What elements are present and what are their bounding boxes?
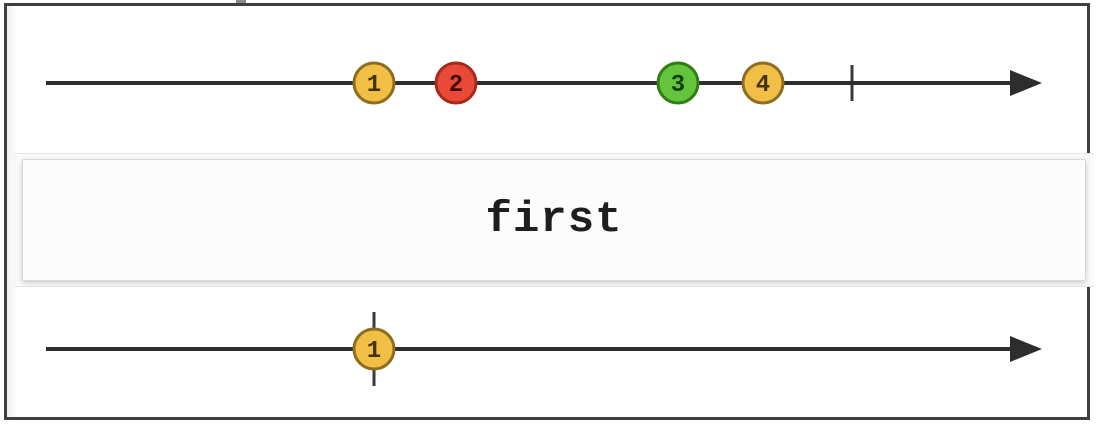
top-edge-artifact — [236, 0, 246, 3]
operator-box: first — [22, 159, 1086, 281]
diagram-frame: first — [4, 3, 1094, 420]
operator-band: first — [14, 153, 1094, 287]
operator-label: first — [485, 195, 623, 245]
